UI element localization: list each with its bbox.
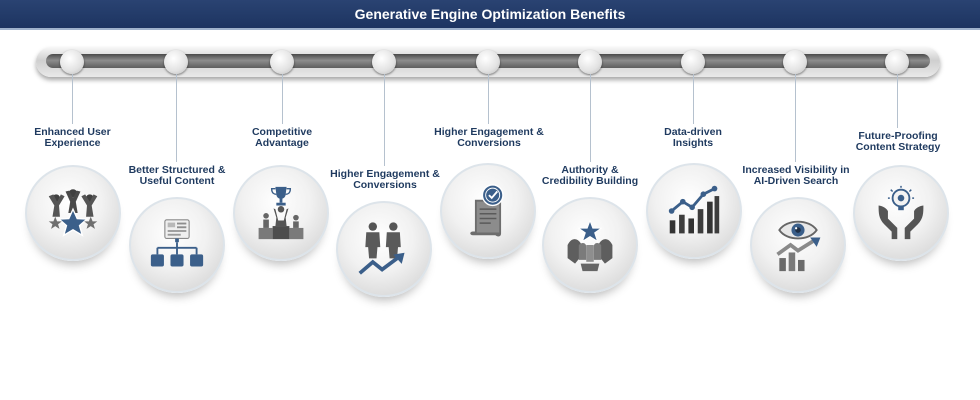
benefit-circle-6 [542,197,638,293]
benefit-label-7: Data-driven Insights [664,126,722,149]
people-growth-arrow-icon [358,222,405,275]
timeline-node-4 [372,50,396,74]
benefit-label-9: Future-Proofing Content Strategy [855,130,941,153]
page-title: Generative Engine Optimization Benefits [354,6,626,22]
connector-line-6 [590,74,591,162]
timeline-node-1 [60,50,84,74]
benefit-circle-2 [129,197,225,293]
timeline-node-9 [885,50,909,74]
timeline-node-5 [476,50,500,74]
connector-line-7 [693,74,694,124]
timeline-node-2 [164,50,188,74]
benefit-label-6: Authority & Credibility Building [541,164,639,187]
benefit-circle-4 [336,201,432,297]
timeline-node-8 [783,50,807,74]
connector-line-4 [384,74,385,166]
benefit-label-1: Enhanced User Experience [34,126,111,149]
podium-trophy-icon [258,186,304,240]
bar-chart-trend-icon [668,185,720,234]
structured-content-hierarchy-icon [150,219,204,267]
connector-line-9 [897,74,898,128]
benefit-circle-5 [440,163,536,259]
benefit-circle-7 [646,163,742,259]
benefit-circle-8 [750,197,846,293]
benefit-label-2: Better Structured & Useful Content [128,164,226,187]
hands-lightbulb-icon [878,185,924,240]
connector-line-3 [282,74,283,124]
benefit-label-5: Higher Engagement & Conversions [434,126,544,149]
timeline-node-6 [578,50,602,74]
certified-document-badge-icon [470,184,504,237]
connector-line-1 [72,74,73,124]
connector-line-5 [488,74,489,124]
connector-line-2 [176,74,177,162]
connector-line-8 [795,74,796,162]
eye-growth-chart-icon [776,220,821,272]
celebrating-people-star-icon [48,189,98,237]
benefit-label-3: Competitive Advantage [251,126,313,149]
benefit-circle-9 [853,165,949,261]
hands-star-icon [567,219,613,272]
benefit-label-8: Increased Visibility in AI-Driven Search [742,164,850,187]
timeline-node-3 [270,50,294,74]
benefit-circle-1 [25,165,121,261]
timeline-node-7 [681,50,705,74]
benefit-circle-3 [233,165,329,261]
benefit-label-4: Higher Engagement & Conversions [330,168,440,191]
title-bar: Generative Engine Optimization Benefits [0,0,980,30]
